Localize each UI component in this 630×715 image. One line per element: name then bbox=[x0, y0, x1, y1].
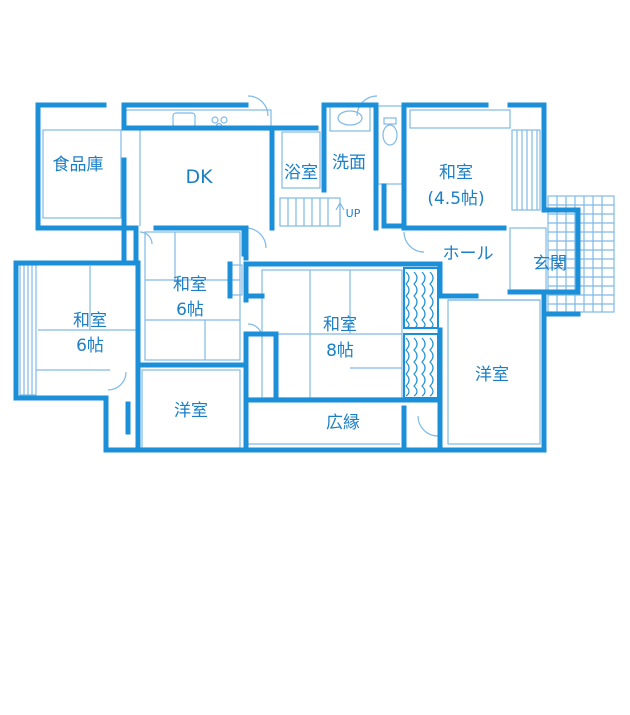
room-label-genkan: 玄関 bbox=[533, 254, 567, 274]
room-label-youshitsu-bottom: 洋室 bbox=[174, 401, 208, 421]
wash-basin bbox=[329, 104, 371, 132]
walls bbox=[13, 102, 581, 453]
interior-lines bbox=[19, 95, 615, 449]
room-label-washitsu-8-name: 和室 bbox=[323, 315, 357, 335]
bathtub bbox=[281, 131, 321, 189]
room-label-youshitsu-right: 洋室 bbox=[475, 365, 509, 385]
tokonoma-pattern bbox=[403, 267, 439, 399]
room-label-washitsu-45-size: (4.5帖) bbox=[427, 189, 484, 209]
stove-icon bbox=[211, 116, 219, 124]
stairs-up-label: UP bbox=[346, 207, 361, 220]
pantry-shelf bbox=[42, 129, 122, 219]
room-label-pantry: 食品庫 bbox=[53, 155, 104, 175]
room-labels: 食品庫 DK 浴室 洗面 和室 (4.5帖) UP ホール 玄関 和室 6帖 和… bbox=[53, 153, 568, 433]
stove-icon bbox=[220, 116, 228, 124]
room-label-washitsu-6-left-size: 6帖 bbox=[76, 336, 104, 356]
room-label-washitsu-8-size: 8帖 bbox=[326, 341, 354, 361]
room-label-washroom: 洗面 bbox=[332, 153, 366, 173]
room-label-washitsu-6-center-size: 6帖 bbox=[176, 300, 204, 320]
sink-icon bbox=[172, 112, 196, 128]
room-label-washitsu-45-name: 和室 bbox=[439, 163, 473, 183]
room-label-washitsu-6-center-name: 和室 bbox=[173, 275, 207, 295]
stairs bbox=[279, 197, 345, 227]
room-label-dk: DK bbox=[185, 166, 213, 188]
room-label-washitsu-6-left-name: 和室 bbox=[73, 311, 107, 331]
engawa-slats bbox=[511, 129, 541, 211]
left-engawa-slats bbox=[19, 264, 37, 396]
room-label-bath: 浴室 bbox=[284, 163, 318, 183]
room-label-hall: ホール bbox=[443, 244, 494, 264]
room-label-hiroen: 広縁 bbox=[326, 413, 360, 433]
toilet-icon bbox=[382, 124, 398, 146]
